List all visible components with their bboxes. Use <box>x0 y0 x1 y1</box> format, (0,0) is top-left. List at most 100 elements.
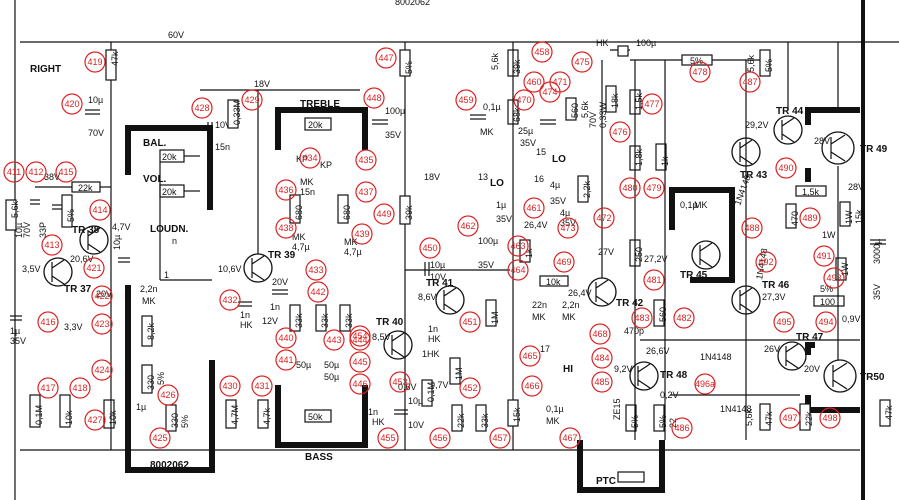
callout-label: 447 <box>378 53 393 63</box>
callout-circle <box>37 311 59 333</box>
svg-text:50µ: 50µ <box>296 360 311 370</box>
callout-424: 424 <box>91 359 113 381</box>
callout-435: 435 <box>355 149 377 171</box>
callout-label: 431 <box>254 381 269 391</box>
callout-472: 472 <box>593 207 615 229</box>
svg-text:MK: MK <box>562 312 576 322</box>
svg-text:HK: HK <box>428 334 441 344</box>
svg-text:8,2k: 8,2k <box>146 322 156 340</box>
callout-425: 425 <box>149 427 171 449</box>
svg-text:18V: 18V <box>424 172 440 182</box>
callout-label: 446 <box>352 379 367 389</box>
callout-label: 487 <box>742 77 757 87</box>
svg-text:27V: 27V <box>598 247 614 257</box>
resistor-465 <box>485 299 497 327</box>
svg-text:10µ: 10µ <box>88 95 103 105</box>
svg-text:PTC: PTC <box>596 476 616 487</box>
svg-text:1M: 1M <box>454 367 464 380</box>
svg-text:2,2n: 2,2n <box>562 300 580 310</box>
callout-418: 418 <box>69 377 91 399</box>
callout-label: 474 <box>542 87 557 97</box>
resistor-456 <box>475 404 487 432</box>
transistor-tr48 <box>629 361 659 391</box>
svg-text:KP: KP <box>320 160 332 170</box>
callout-label: 415 <box>58 167 73 177</box>
callout-label: 435 <box>358 155 373 165</box>
svg-text:35V: 35V <box>385 130 401 140</box>
svg-text:26,4V: 26,4V <box>568 288 592 298</box>
callout-circle <box>489 427 511 449</box>
callout-label: 413 <box>44 240 59 250</box>
callout-label: 488 <box>744 223 759 233</box>
callout-circle <box>523 197 545 219</box>
svg-text:5%: 5% <box>820 284 833 294</box>
callout-457: 457 <box>489 427 511 449</box>
svg-text:4,7µ: 4,7µ <box>344 247 362 257</box>
svg-text:MK: MK <box>480 127 494 137</box>
svg-text:15n: 15n <box>300 187 315 197</box>
callout-454: 454 <box>349 325 371 347</box>
svg-text:100µ: 100µ <box>478 236 498 246</box>
svg-text:5,6k: 5,6k <box>10 200 20 218</box>
svg-text:28V: 28V <box>848 182 864 192</box>
callout-495: 495 <box>773 311 795 333</box>
svg-text:5%: 5% <box>66 209 76 222</box>
resistor-418 <box>59 394 71 428</box>
callout-label: 471 <box>552 77 567 87</box>
svg-text:0,1µ: 0,1µ <box>546 404 564 414</box>
callout-494: 494 <box>815 311 837 333</box>
svg-text:22n: 22n <box>532 300 547 310</box>
callout-circle <box>349 325 371 347</box>
callout-439: 439 <box>351 223 373 245</box>
callout-412: 412 <box>25 161 47 183</box>
svg-text:LO: LO <box>490 178 504 189</box>
ptc-element <box>617 471 645 483</box>
callout-478: 478 <box>689 61 711 83</box>
callout-label: 476 <box>612 127 627 137</box>
svg-text:13: 13 <box>478 172 488 182</box>
callout-489: 489 <box>799 207 821 229</box>
callout-circle <box>275 179 297 201</box>
svg-text:LO: LO <box>552 154 566 165</box>
svg-text:TR50: TR50 <box>860 372 885 383</box>
svg-text:560: 560 <box>658 307 668 322</box>
callout-circle <box>819 407 841 429</box>
svg-text:8002062: 8002062 <box>150 460 189 471</box>
resistor-423 <box>141 315 153 347</box>
svg-text:2,2n: 2,2n <box>140 284 158 294</box>
callout-circle <box>275 217 297 239</box>
callout-484: 484 <box>591 347 613 369</box>
svg-text:20k: 20k <box>162 187 177 197</box>
svg-text:100µ: 100µ <box>385 106 405 116</box>
svg-text:5,6k: 5,6k <box>744 408 754 426</box>
callout-circle <box>571 51 593 73</box>
svg-text:10µ: 10µ <box>408 396 423 406</box>
svg-text:5%: 5% <box>180 415 190 428</box>
svg-text:TR 39: TR 39 <box>268 250 296 261</box>
svg-text:1µ: 1µ <box>496 200 506 210</box>
callout-circle <box>373 203 395 225</box>
rail-voltage: 60V <box>168 30 184 40</box>
svg-text:9,2V: 9,2V <box>614 364 633 374</box>
callout-circle <box>55 161 77 183</box>
svg-text:27,3V: 27,3V <box>762 292 786 302</box>
svg-text:26,4V: 26,4V <box>524 220 548 230</box>
svg-text:22k: 22k <box>804 411 814 426</box>
svg-text:35V: 35V <box>10 336 26 346</box>
callout-circle <box>429 427 451 449</box>
callout-label: 434 <box>302 153 317 163</box>
callout-circle <box>455 89 477 111</box>
callout-426: 426 <box>157 384 179 406</box>
callout-label: 443 <box>326 335 341 345</box>
callout-label: 412 <box>28 167 43 177</box>
svg-text:560: 560 <box>570 103 580 118</box>
callout-circle <box>553 251 575 273</box>
callout-circle <box>755 251 777 273</box>
callout-498: 498 <box>819 407 841 429</box>
callout-circle <box>815 311 837 333</box>
callout-circle <box>689 61 711 83</box>
svg-text:VOL.: VOL. <box>143 174 167 185</box>
svg-text:TR 43: TR 43 <box>740 170 768 181</box>
callout-460: 460 <box>523 71 545 93</box>
callout-label: 482 <box>676 313 691 323</box>
